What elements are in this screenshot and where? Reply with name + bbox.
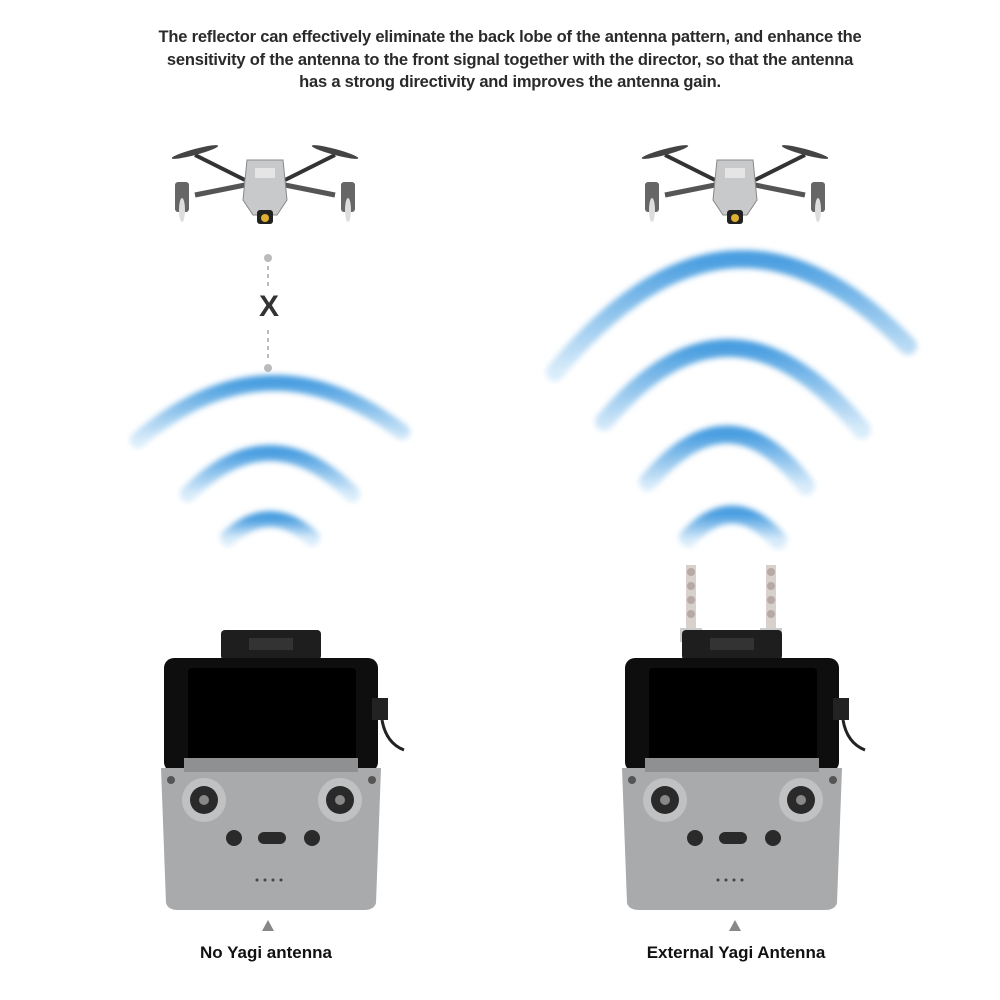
drone-left <box>171 143 359 224</box>
signal-arc <box>546 250 917 381</box>
signal-arcs-right <box>546 250 917 549</box>
signal-arc <box>180 445 360 502</box>
signal-arc <box>220 511 320 546</box>
blocked-signal-line <box>264 254 272 372</box>
label-external-yagi: External Yagi Antenna <box>646 943 826 962</box>
remote-controller-right <box>620 628 867 912</box>
headline-line-1: The reflector can effectively eliminate … <box>158 28 862 46</box>
drone-right <box>641 143 829 224</box>
blocked-x-mark: X <box>258 290 279 323</box>
remote-controller-left <box>159 628 406 912</box>
signal-arc <box>130 375 410 448</box>
headline: The reflector can effectively eliminate … <box>40 26 980 94</box>
headline-line-3: has a strong directivity and improves th… <box>299 73 721 91</box>
headline-line-2: sensitivity of the antenna to the front … <box>166 50 854 69</box>
signal-arc <box>679 505 787 549</box>
signal-arcs-left <box>130 375 410 546</box>
signal-arc <box>595 339 871 439</box>
signal-arc <box>639 425 815 495</box>
pointer-triangle-left <box>262 920 274 931</box>
pointer-triangle-right <box>729 920 741 931</box>
label-no-yagi: No Yagi antenna <box>200 943 332 962</box>
